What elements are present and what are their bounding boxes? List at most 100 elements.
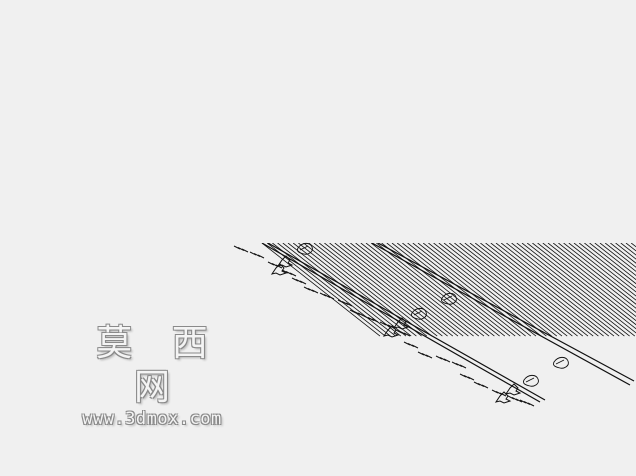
tie-line [350, 243, 469, 337]
shrub-symbols [270, 255, 522, 404]
track-figure [523, 374, 539, 387]
tie-line [563, 243, 636, 301]
tie-line [360, 243, 480, 337]
tie-line [485, 243, 604, 337]
grass-stroke [443, 358, 451, 363]
grass-stroke [425, 354, 433, 359]
tie-line [558, 243, 636, 305]
tie-line [568, 243, 636, 297]
grass-stroke [411, 344, 419, 349]
shrub [270, 263, 288, 276]
tie-line [318, 243, 438, 337]
grass-stroke [467, 376, 475, 381]
tie-line [433, 243, 552, 337]
shrub [494, 391, 512, 404]
tie-line [547, 243, 636, 313]
grass-stroke [327, 295, 335, 300]
railway-ties [261, 243, 636, 337]
tie-line [552, 243, 636, 309]
tie-line [261, 243, 381, 337]
watermark-url: www.3dmox.com [82, 409, 222, 429]
grass-stroke [357, 312, 365, 317]
tie-line [282, 243, 402, 337]
tie-line [412, 243, 532, 337]
figure-symbols [297, 242, 569, 387]
shrub [382, 325, 400, 338]
grass-stroke [345, 302, 353, 307]
grass-stroke [481, 384, 489, 389]
tie-line [511, 243, 630, 337]
tie-line [272, 243, 391, 337]
rail-line [261, 243, 541, 403]
tie-line [573, 243, 636, 293]
watermark: 莫 西 网 www.3dmox.com [66, 322, 238, 430]
railway-rails [261, 243, 635, 403]
tie-line [365, 243, 485, 337]
tie-line [454, 243, 573, 337]
tie-line [334, 243, 454, 337]
tie-line [459, 243, 578, 337]
tie-line [308, 243, 428, 337]
tie-line [344, 243, 464, 337]
grass-stroke [403, 332, 411, 337]
tie-line [391, 243, 511, 337]
tie-line [303, 243, 422, 337]
track-figure [441, 292, 457, 305]
tie-line [490, 243, 610, 337]
shrub [504, 383, 522, 396]
tie-line [324, 243, 443, 337]
tie-line [428, 243, 547, 337]
tie-line [464, 243, 584, 337]
tie-line [516, 243, 636, 337]
tie-line [292, 243, 412, 337]
watermark-title: 莫 西 网 [96, 323, 222, 408]
tie-line [370, 243, 490, 337]
grass-stroke [311, 289, 319, 294]
grass-stroke [289, 272, 297, 277]
tie-line [615, 243, 636, 260]
tie-line [599, 243, 636, 272]
tie-line [594, 243, 636, 276]
tie-line [355, 243, 474, 337]
rail-line [267, 243, 546, 401]
shrub [276, 255, 294, 268]
rail-line [377, 243, 635, 382]
tie-line [438, 243, 558, 337]
tie-line [266, 243, 386, 337]
grass-stroke [257, 254, 265, 259]
tie-line [495, 243, 615, 337]
tie-line [542, 243, 636, 317]
grass-stroke [241, 248, 249, 253]
tie-line [402, 243, 521, 337]
tie-line [417, 243, 537, 337]
tie-line [474, 243, 594, 337]
grass-stroke [459, 364, 467, 369]
tie-line [443, 243, 563, 337]
tie-line [339, 243, 459, 337]
tie-line [287, 243, 407, 337]
grass-stroke [527, 402, 535, 407]
tie-line [376, 243, 495, 337]
rail-line [371, 243, 631, 386]
tie-line [532, 243, 636, 326]
tie-line [604, 243, 636, 268]
tie-line [313, 243, 433, 337]
shrub [392, 317, 410, 330]
tie-line [329, 243, 448, 337]
tie-line [584, 243, 636, 285]
tie-line [480, 243, 599, 337]
tie-line [506, 243, 625, 337]
track-figure [411, 307, 427, 320]
tie-line [500, 243, 620, 337]
grass-stroke [499, 392, 507, 397]
grass-stroke [299, 280, 307, 285]
tie-line [407, 243, 526, 337]
grass-stroke [371, 318, 379, 323]
grass-hatch [233, 245, 535, 407]
grass-stroke [515, 398, 523, 403]
tie-line [448, 243, 568, 337]
tie-line [610, 243, 636, 264]
tie-line [589, 243, 636, 281]
track-figure [297, 242, 313, 255]
